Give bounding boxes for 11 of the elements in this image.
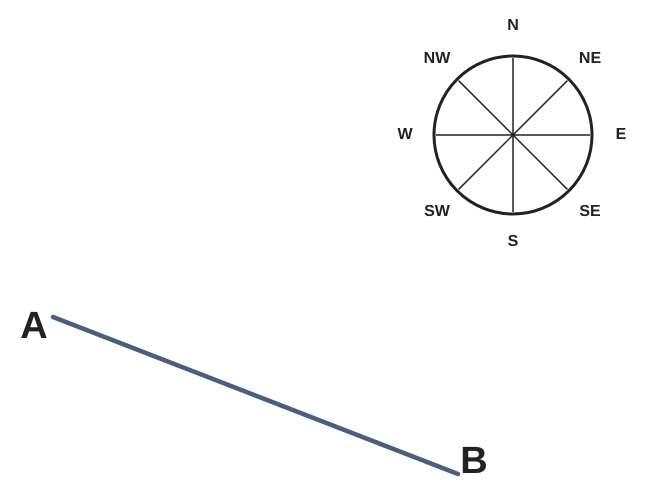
direction-label: E: [616, 127, 626, 143]
direction-label: SE: [579, 204, 601, 220]
direction-label: N: [507, 18, 519, 34]
line-segment: [50, 314, 460, 476]
direction-label: NW: [424, 51, 450, 67]
direction-label: NE: [578, 51, 602, 67]
direction-label: W: [397, 127, 413, 143]
direction-label: SW: [424, 204, 450, 220]
point-label: A: [20, 307, 48, 345]
direction-label: S: [508, 234, 518, 250]
point-label: B: [460, 442, 488, 480]
